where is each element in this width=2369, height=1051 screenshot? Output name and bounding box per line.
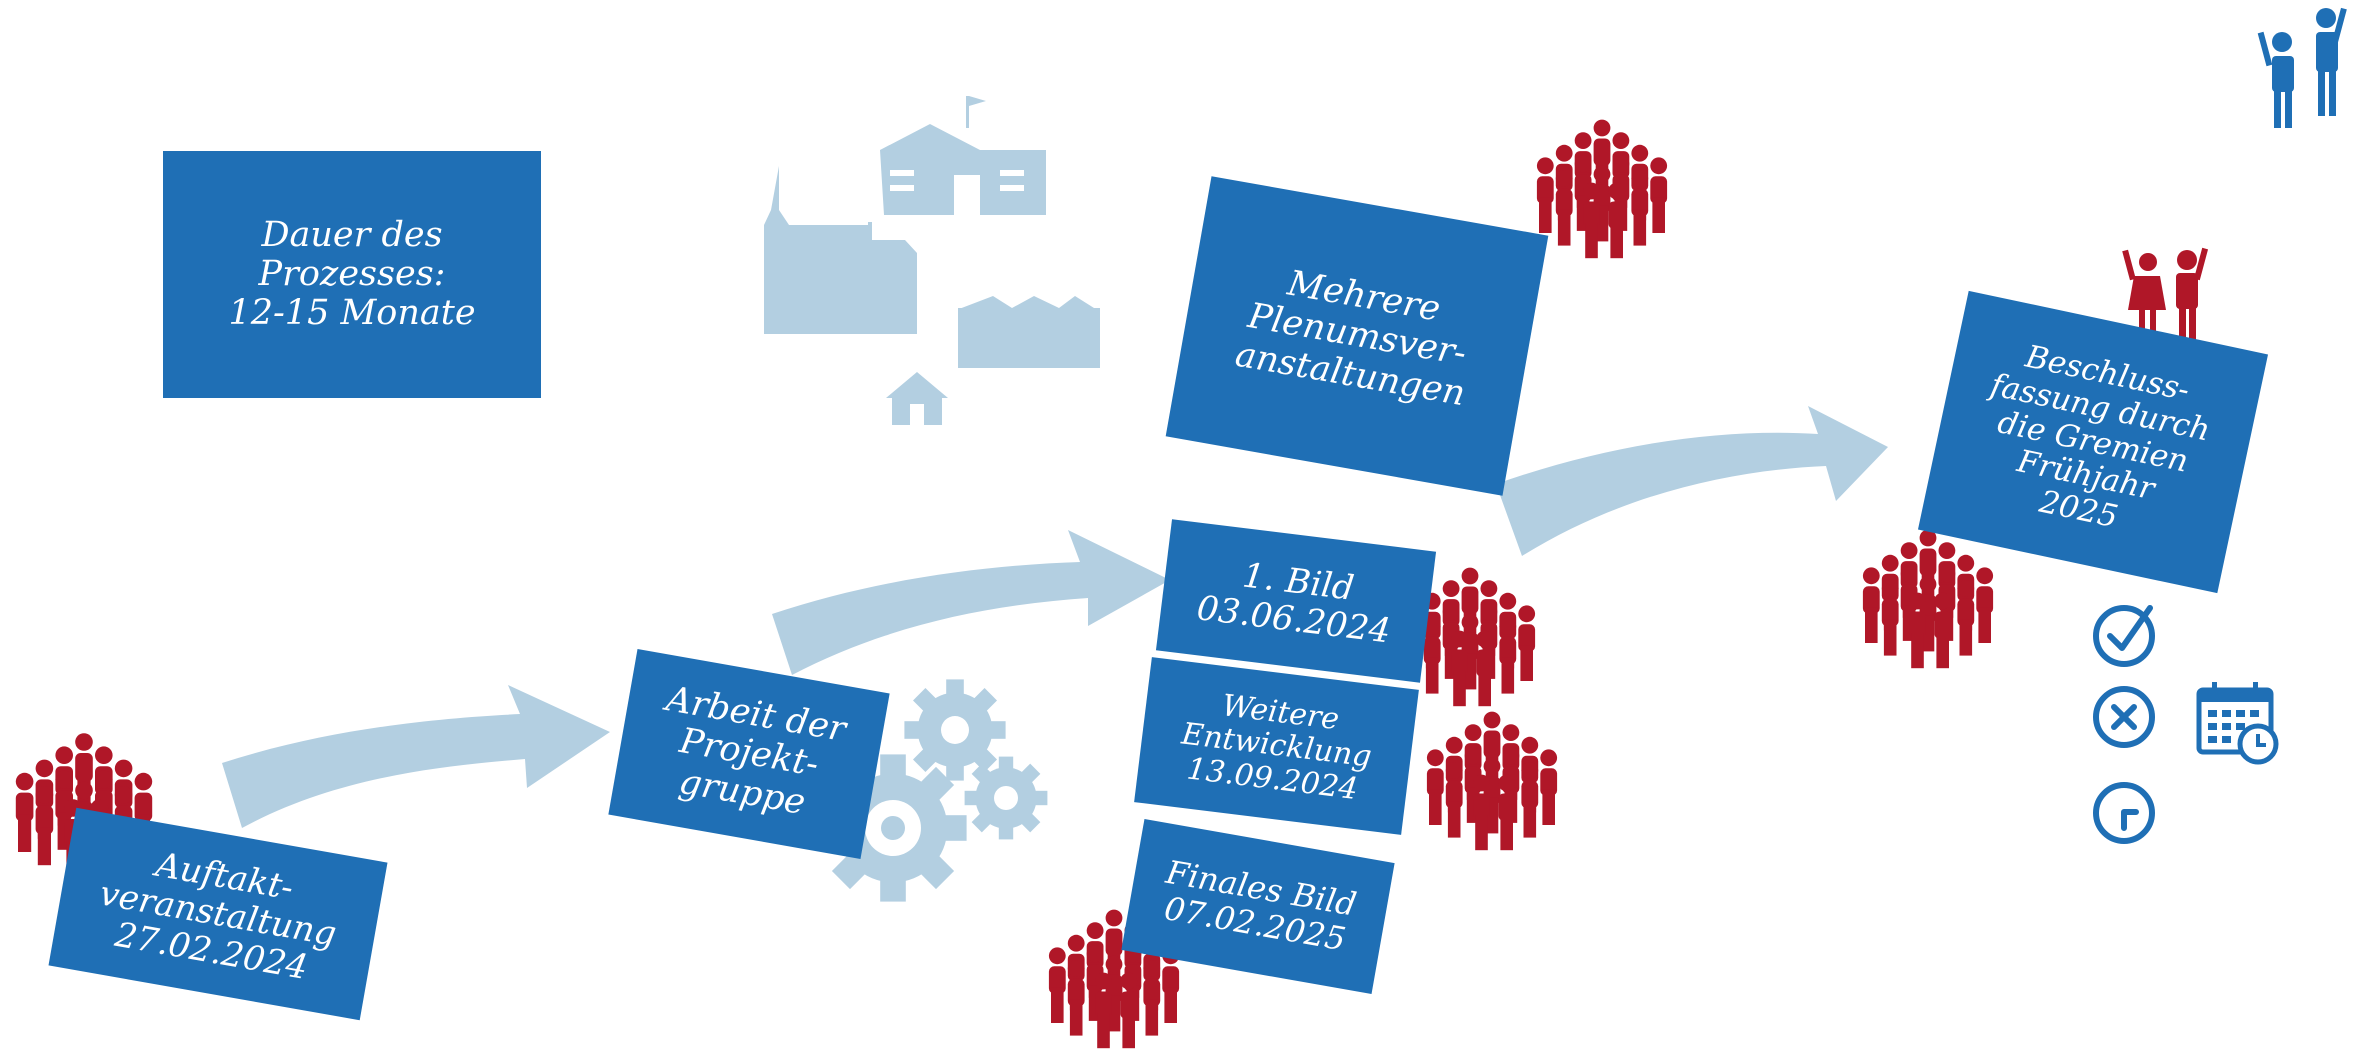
calendar-clock-icon [2196, 682, 2279, 765]
clock-circle-icon [2093, 782, 2155, 844]
people-group-icon-plenum [1537, 120, 1667, 259]
check-circle-icon [2093, 605, 2155, 667]
raised-hands-people-icon [2122, 247, 2209, 343]
x-circle-icon [2093, 686, 2155, 748]
people-group-icon-weiter [1427, 712, 1557, 851]
raised-hands-people-icon-corner [2257, 7, 2347, 128]
dauer-box: Dauer des Prozesses: 12-15 Monate [163, 151, 541, 398]
people-group-icon-beschluss [1863, 530, 1993, 669]
flow-arrow-1 [222, 685, 610, 828]
buildings-icon [764, 96, 1100, 425]
flow-arrow-3 [1496, 406, 1888, 556]
flow-arrow-2 [772, 530, 1170, 675]
